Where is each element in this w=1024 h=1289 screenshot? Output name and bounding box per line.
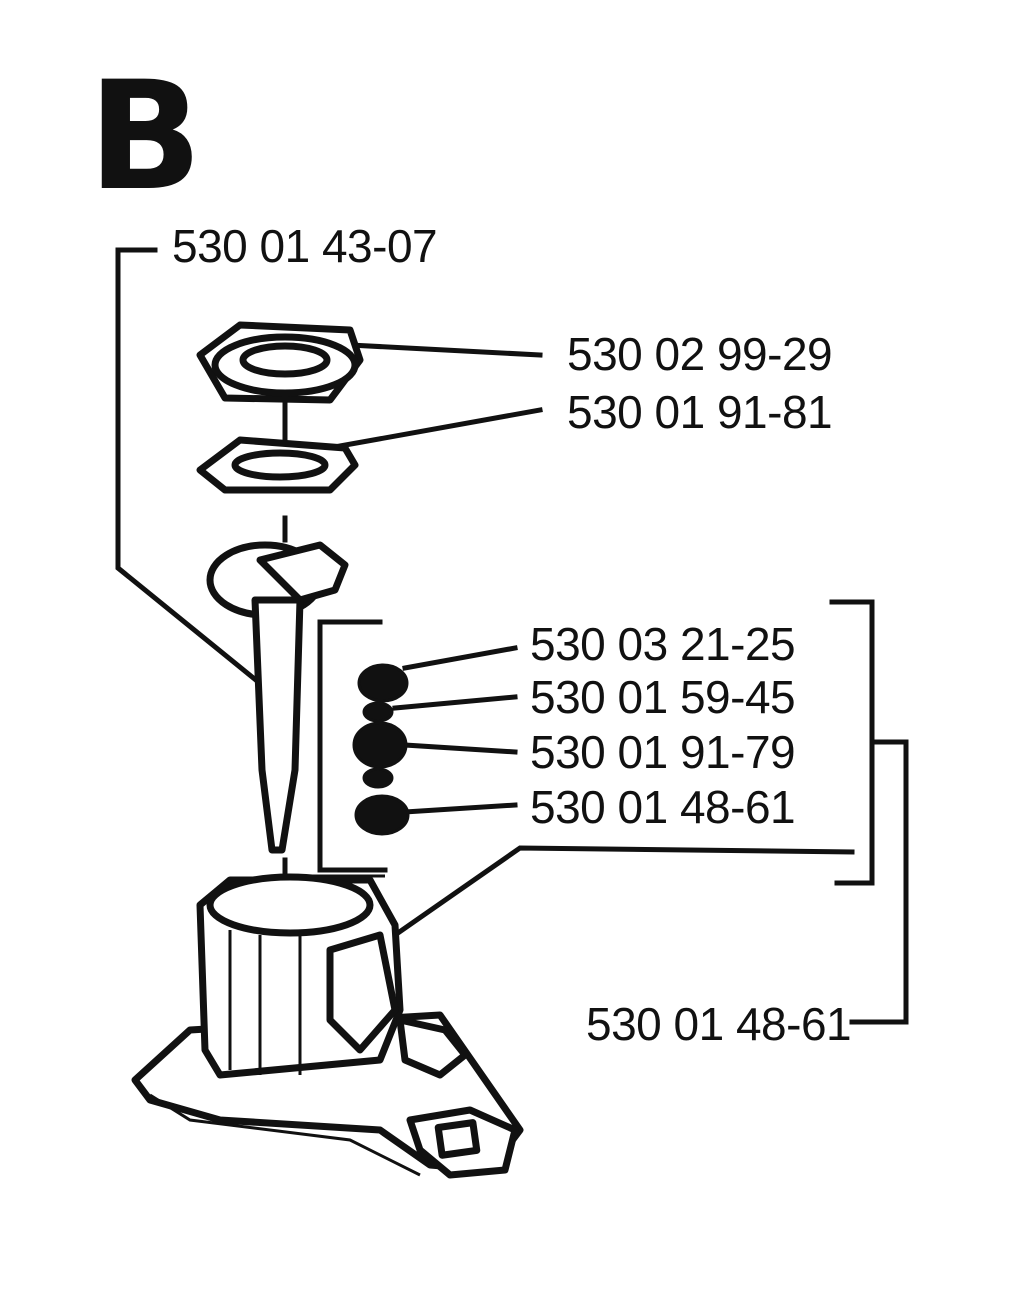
gasket-part xyxy=(196,436,359,494)
carburetor-body xyxy=(131,873,524,1179)
kit-disc-4 xyxy=(354,794,410,836)
kit-disc-small xyxy=(362,767,394,789)
label-needle: 530 01 43-07 xyxy=(172,220,437,272)
kit-stack-bracket xyxy=(317,619,388,873)
label-kit-item-4: 530 01 48-61 xyxy=(530,781,795,833)
kit-bracket xyxy=(829,599,875,886)
label-kit-item-3: 530 01 91-79 xyxy=(530,726,795,778)
label-gasket: 530 01 91-81 xyxy=(567,386,832,438)
needle-part xyxy=(206,541,349,854)
kit-total-leader xyxy=(849,739,909,1025)
label-kit-item-2: 530 01 59-45 xyxy=(530,671,795,723)
leader-kit-item-1 xyxy=(402,645,518,671)
leader-needle xyxy=(115,247,266,689)
label-kit-total: 530 01 48-61 xyxy=(586,998,851,1050)
leader-kit-item-2 xyxy=(392,694,518,711)
kit-disc-2 xyxy=(362,701,394,723)
label-cover: 530 02 99-29 xyxy=(567,328,832,380)
label-kit-item-1: 530 03 21-25 xyxy=(530,618,795,670)
kit-disc-3 xyxy=(352,721,408,769)
leader-gasket xyxy=(337,407,543,449)
leader-kit-item-3 xyxy=(402,742,518,755)
cover-part xyxy=(196,321,364,404)
leader-cover xyxy=(347,342,543,358)
section-letter: B xyxy=(88,50,202,224)
kit-disc-1 xyxy=(357,663,409,703)
leader-body xyxy=(391,845,855,939)
leader-kit-item-4 xyxy=(402,802,518,815)
